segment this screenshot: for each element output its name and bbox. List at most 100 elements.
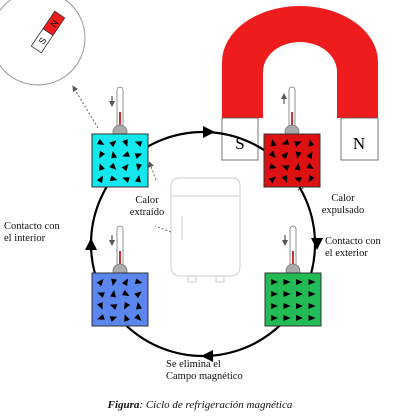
spin-arrow bbox=[281, 151, 289, 160]
compass-needle-icon: S N bbox=[30, 10, 66, 54]
spin-arrow bbox=[111, 278, 117, 286]
compass-inset: S N bbox=[0, 0, 99, 129]
thermometer-icon bbox=[285, 225, 301, 279]
material-blocks bbox=[91, 86, 322, 327]
spin-arrow bbox=[268, 150, 276, 158]
spin-arrow bbox=[134, 153, 143, 159]
label-contacto-exterior-line1: Contacto con bbox=[325, 236, 381, 247]
label-contacto-interior: Contacto con el interior bbox=[4, 221, 60, 245]
spin-arrow bbox=[96, 278, 104, 287]
spin-arrow bbox=[308, 303, 316, 309]
heat-extracted-arrow bbox=[148, 161, 157, 181]
spin-arrow bbox=[134, 291, 142, 299]
cycle-arrow-icon bbox=[85, 126, 323, 362]
thermometer-icon bbox=[112, 225, 128, 279]
spin-arrow bbox=[134, 313, 142, 321]
block-bottom-left bbox=[91, 225, 149, 327]
spin-arrow bbox=[308, 139, 315, 147]
spin-arrow bbox=[124, 301, 131, 310]
spin-arrow bbox=[281, 165, 290, 171]
spin-arrow bbox=[109, 162, 117, 170]
spin-arrow bbox=[283, 315, 291, 321]
spin-arrow bbox=[308, 315, 316, 321]
spin-arrow bbox=[97, 302, 103, 310]
spin-arrow bbox=[271, 315, 278, 321]
spin-arrow bbox=[134, 278, 143, 285]
spin-arrow bbox=[111, 151, 117, 159]
spin-arrow bbox=[109, 175, 118, 182]
thermometer-icon bbox=[284, 86, 300, 140]
spin-arrow bbox=[283, 279, 291, 285]
label-contacto-exterior-line2: el exterior bbox=[325, 248, 368, 259]
spin-arrow bbox=[296, 291, 303, 297]
spin-arrow bbox=[294, 163, 301, 171]
caption-prefix: Figura bbox=[107, 399, 140, 411]
label-calor-expulsado: Calor expulsado bbox=[318, 193, 368, 217]
spin-arrow bbox=[271, 303, 278, 309]
label-campo-line1: Se elimina el bbox=[166, 359, 221, 370]
spin-arrow bbox=[109, 304, 118, 310]
spin-arrow bbox=[283, 291, 291, 297]
spin-arrow bbox=[122, 139, 128, 147]
label-contacto-interior-line1: Contacto con bbox=[4, 221, 60, 232]
label-contacto-interior-line2: el interior bbox=[4, 233, 46, 244]
label-calor-extraido-line2: extraído bbox=[129, 207, 165, 218]
spin-arrow bbox=[96, 138, 105, 145]
spin-arrow bbox=[296, 315, 303, 321]
spin-arrow bbox=[135, 175, 141, 183]
spin-arrow bbox=[270, 139, 277, 147]
spin-arrow bbox=[295, 151, 302, 159]
block-top-right bbox=[263, 86, 321, 188]
spin-arrow bbox=[271, 279, 278, 285]
block-bottom-right bbox=[264, 225, 322, 327]
refrigerator-icon bbox=[170, 177, 241, 283]
spin-arrow bbox=[121, 163, 129, 172]
needle-s-label: S bbox=[37, 36, 49, 47]
spin-arrow bbox=[306, 151, 313, 160]
spin-arrow bbox=[283, 303, 291, 309]
spin-arrow bbox=[109, 140, 117, 148]
label-campo-line2: Campo magnético bbox=[166, 371, 243, 382]
label-campo-eliminado: Se elimina el Campo magnético bbox=[166, 359, 243, 383]
spin-arrow bbox=[269, 163, 277, 170]
label-contacto-exterior: Contacto con el exterior bbox=[325, 236, 381, 260]
caption-text: : Ciclo de refrigeración magnética bbox=[139, 399, 293, 411]
label-calor-expulsado-line2: expulsado bbox=[321, 205, 365, 216]
spin-arrow bbox=[109, 316, 118, 322]
block-top-left bbox=[91, 86, 149, 188]
spin-arrow bbox=[122, 177, 130, 183]
spin-arrow bbox=[110, 290, 116, 298]
spin-arrow bbox=[268, 176, 277, 184]
spin-arrow bbox=[134, 141, 143, 147]
magnet-icon: S N bbox=[221, 6, 379, 161]
magnet-pole-n bbox=[340, 117, 379, 161]
spin-arrow bbox=[136, 163, 142, 171]
inset-pointer bbox=[72, 85, 99, 129]
spin-arrow bbox=[294, 141, 302, 147]
spin-arrow bbox=[296, 303, 303, 309]
spin-arrow bbox=[308, 279, 316, 285]
spin-arrow bbox=[296, 279, 303, 285]
spin-arrow bbox=[281, 175, 288, 183]
magnet-pole-s bbox=[221, 117, 259, 161]
label-calor-extraido-line1: Calor bbox=[135, 195, 159, 206]
spin-arrow bbox=[281, 139, 290, 145]
spin-arrow bbox=[99, 150, 106, 159]
needle-n-label: N bbox=[48, 18, 60, 29]
spin-arrow bbox=[294, 177, 302, 183]
spin-arrow bbox=[271, 291, 278, 297]
spin-arrow bbox=[96, 175, 103, 184]
label-calor-expulsado-line1: Calor bbox=[331, 193, 355, 204]
spin-arrow bbox=[308, 174, 315, 183]
spin-arrow bbox=[124, 314, 130, 322]
spin-arrow bbox=[136, 302, 142, 310]
spin-arrow bbox=[97, 292, 105, 298]
label-calor-extraido: Calor extraído bbox=[112, 195, 182, 219]
magnet-s-label: S bbox=[235, 134, 244, 153]
interior-contact-line bbox=[154, 225, 172, 233]
spin-arrow bbox=[97, 314, 105, 320]
spin-arrow bbox=[306, 162, 314, 169]
spin-arrow bbox=[99, 163, 105, 171]
